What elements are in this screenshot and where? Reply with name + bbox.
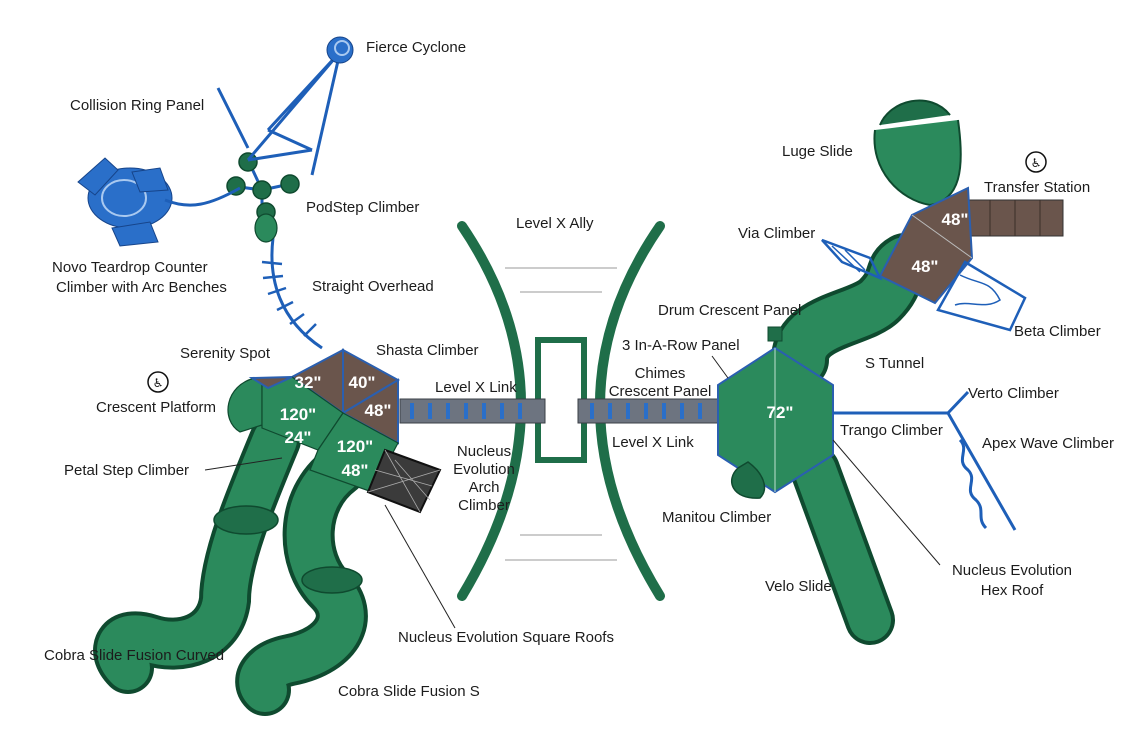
trango-verto-apex-shape bbox=[833, 390, 1017, 531]
fierce-cyclone-shape bbox=[216, 36, 354, 176]
beta-climber-shape bbox=[936, 260, 1027, 332]
cobra-slide-fusion-curved-shape bbox=[93, 414, 301, 694]
label-nucleus-arch-line4: Climber bbox=[458, 497, 510, 514]
nucleus-square-roof-shape bbox=[366, 448, 442, 514]
label-drum-crescent-panel: Drum Crescent Panel bbox=[658, 302, 801, 319]
label-verto-climber: Verto Climber bbox=[968, 385, 1059, 402]
label-three-in-a-row-panel: 3 In-A-Row Panel bbox=[622, 337, 740, 354]
straight-overhead-shape bbox=[261, 237, 323, 350]
label-nucleus-arch-line3: Arch bbox=[469, 479, 500, 496]
label-level-x-ally: Level X Ally bbox=[516, 215, 594, 232]
cobra-slide-fusion-s-shape bbox=[235, 444, 368, 716]
podstep-climber-shape bbox=[226, 152, 300, 243]
height-120-bottom: 120" bbox=[337, 437, 373, 456]
label-transfer-station: Transfer Station bbox=[984, 179, 1090, 196]
label-chimes-line2: Crescent Panel bbox=[609, 383, 712, 400]
label-chimes-line1: Chimes bbox=[635, 365, 686, 382]
label-nucleus-arch-line1: Nucleus bbox=[457, 443, 511, 460]
label-cobra-curved: Cobra Slide Fusion Curved bbox=[44, 647, 224, 664]
label-apex-wave-climber: Apex Wave Climber bbox=[982, 435, 1114, 452]
height-120-top: 120" bbox=[280, 405, 316, 424]
label-podstep-climber: PodStep Climber bbox=[306, 199, 419, 216]
label-cobra-s: Cobra Slide Fusion S bbox=[338, 683, 480, 700]
label-serenity-spot: Serenity Spot bbox=[180, 345, 271, 362]
height-72: 72" bbox=[767, 403, 794, 422]
label-nucleus-square-roofs: Nucleus Evolution Square Roofs bbox=[398, 629, 614, 646]
label-trango-climber: Trango Climber bbox=[840, 422, 943, 439]
label-s-tunnel: S Tunnel bbox=[865, 355, 924, 372]
label-via-climber: Via Climber bbox=[738, 225, 815, 242]
manitou-climber-shape bbox=[730, 461, 766, 499]
level-x-link-left-bridge bbox=[399, 398, 546, 424]
height-24: 24" bbox=[285, 428, 312, 447]
label-level-x-link-right: Level X Link bbox=[612, 434, 694, 451]
svg-text:♿: ♿ bbox=[1031, 156, 1042, 170]
label-nucleus-arch-line2: Evolution bbox=[453, 461, 515, 478]
leader-lines bbox=[204, 355, 941, 629]
label-collision-ring-panel: Collision Ring Panel bbox=[70, 97, 204, 114]
label-beta-climber: Beta Climber bbox=[1014, 323, 1101, 340]
height-48-upper-right: 48" bbox=[942, 210, 969, 229]
crescent-platform-wheelchair-icon: ♿ bbox=[147, 371, 169, 393]
height-40: 40" bbox=[349, 373, 376, 392]
crescent-platform-shape bbox=[227, 377, 263, 433]
svg-text:♿: ♿ bbox=[153, 376, 164, 390]
label-hex-roof-line2: Hex Roof bbox=[981, 582, 1044, 599]
height-48-left: 48" bbox=[365, 401, 392, 420]
label-petal-step-climber: Petal Step Climber bbox=[64, 462, 189, 479]
level-x-link-right-bridge bbox=[577, 398, 721, 424]
luge-slide-shape bbox=[873, 99, 962, 207]
label-luge-slide: Luge Slide bbox=[782, 143, 853, 160]
label-straight-overhead: Straight Overhead bbox=[312, 278, 434, 295]
label-hex-roof-line1: Nucleus Evolution bbox=[952, 562, 1072, 579]
via-climber-shape bbox=[821, 238, 883, 281]
label-shasta-climber: Shasta Climber bbox=[376, 342, 479, 359]
label-novo-line1: Novo Teardrop Counter bbox=[52, 259, 208, 276]
label-manitou-climber: Manitou Climber bbox=[662, 509, 771, 526]
label-fierce-cyclone: Fierce Cyclone bbox=[366, 39, 466, 56]
novo-teardrop-shape bbox=[77, 157, 241, 247]
label-novo-line2: Climber with Arc Benches bbox=[56, 279, 227, 296]
velo-slide-shape bbox=[790, 445, 895, 645]
height-32: 32" bbox=[295, 373, 322, 392]
label-level-x-link-left: Level X Link bbox=[435, 379, 517, 396]
label-velo-slide: Velo Slide bbox=[765, 578, 832, 595]
right-decks bbox=[878, 186, 974, 305]
transfer-station-shape bbox=[967, 199, 1064, 237]
left-decks bbox=[248, 348, 401, 493]
label-crescent-platform: Crescent Platform bbox=[96, 399, 216, 416]
transfer-station-wheelchair-icon: ♿ bbox=[1025, 151, 1047, 173]
height-48-bottom: 48" bbox=[342, 461, 369, 480]
hex-platform-shape bbox=[717, 326, 834, 494]
height-48-lower-right: 48" bbox=[912, 257, 939, 276]
